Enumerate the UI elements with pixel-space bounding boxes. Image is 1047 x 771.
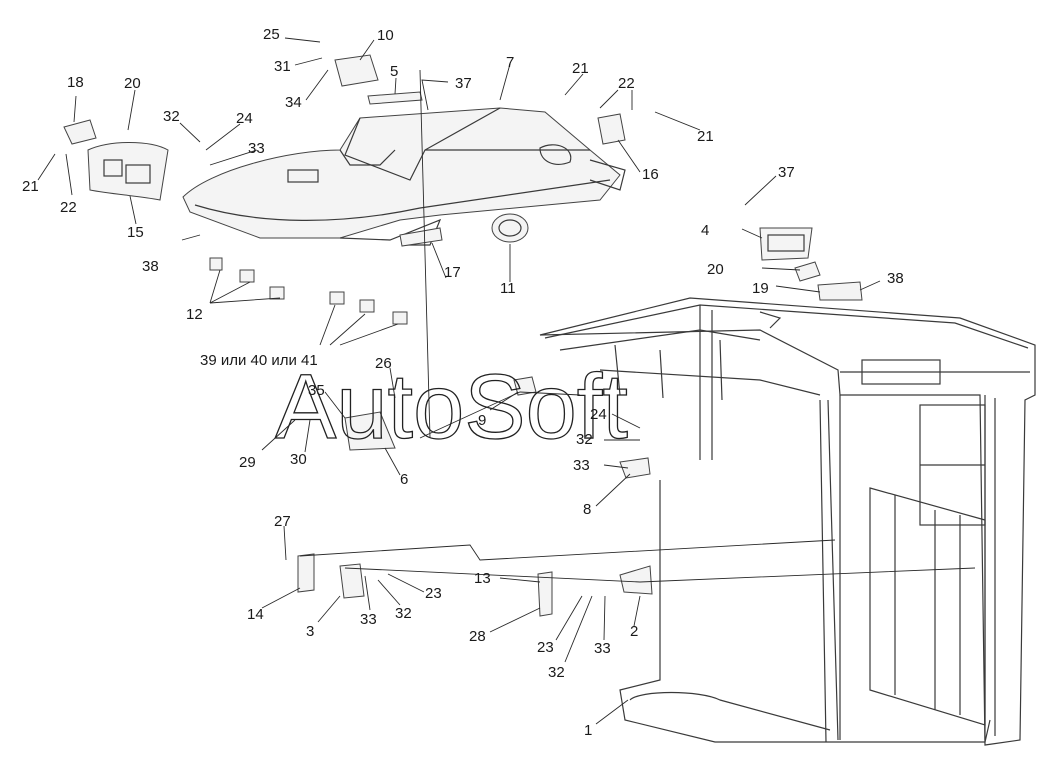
watermark-text: AutoSoft bbox=[275, 356, 628, 458]
roof-panel-7 bbox=[182, 107, 626, 246]
label-21c: 21 bbox=[697, 128, 714, 145]
label-3: 3 bbox=[306, 623, 314, 640]
label-32a: 32 bbox=[163, 108, 180, 125]
label-33b: 33 bbox=[573, 457, 590, 474]
label-16: 16 bbox=[642, 166, 659, 183]
label-8: 8 bbox=[583, 501, 591, 518]
label-9: 9 bbox=[478, 412, 486, 429]
label-21a: 21 bbox=[22, 178, 39, 195]
part-19 bbox=[817, 281, 863, 301]
label-1: 1 bbox=[584, 722, 592, 739]
label-35: 35 bbox=[308, 382, 325, 399]
label-17: 17 bbox=[444, 264, 461, 281]
label-37a: 37 bbox=[455, 75, 472, 92]
label-32c: 32 bbox=[395, 605, 412, 622]
callout-labels: 1 2 3 4 5 6 7 8 9 10 11 12 13 14 15 16 1… bbox=[22, 26, 904, 739]
label-33d: 33 bbox=[594, 640, 611, 657]
label-25: 25 bbox=[263, 26, 280, 43]
small-parts bbox=[63, 54, 863, 617]
part-20b bbox=[794, 261, 821, 282]
label-20a: 20 bbox=[124, 75, 141, 92]
part-6 bbox=[344, 411, 396, 451]
part-4 bbox=[759, 227, 813, 261]
label-27: 27 bbox=[274, 513, 291, 530]
part-13 bbox=[537, 571, 553, 617]
label-24a: 24 bbox=[236, 110, 253, 127]
label-12: 12 bbox=[186, 306, 203, 323]
label-11: 11 bbox=[500, 280, 516, 297]
label-38a: 38 bbox=[142, 258, 159, 275]
label-29: 29 bbox=[239, 454, 256, 471]
label-26: 26 bbox=[375, 355, 392, 372]
label-19: 19 bbox=[752, 280, 769, 297]
label-18: 18 bbox=[67, 74, 84, 91]
label-4: 4 bbox=[701, 222, 709, 239]
label-24b: 24 bbox=[590, 406, 607, 423]
label-alt-39-40-41: 39 или 40 или 41 bbox=[200, 352, 318, 369]
part-11 bbox=[491, 213, 529, 243]
latches-39-40-41 bbox=[329, 291, 408, 325]
label-2: 2 bbox=[630, 623, 638, 640]
label-14: 14 bbox=[247, 606, 264, 623]
part-17 bbox=[399, 227, 443, 247]
part-3 bbox=[339, 563, 365, 599]
part-16 bbox=[597, 113, 626, 145]
label-32b: 32 bbox=[576, 431, 593, 448]
label-10: 10 bbox=[377, 27, 394, 44]
part-14 bbox=[297, 553, 315, 593]
part-9 bbox=[513, 376, 537, 396]
part-2 bbox=[619, 565, 653, 595]
label-30: 30 bbox=[290, 451, 307, 468]
label-23a: 23 bbox=[425, 585, 442, 602]
part-5 bbox=[367, 91, 423, 105]
label-33c: 33 bbox=[360, 611, 377, 628]
label-6: 6 bbox=[400, 471, 408, 488]
part-8 bbox=[619, 457, 651, 479]
label-33a: 33 bbox=[248, 140, 265, 157]
label-13: 13 bbox=[474, 570, 491, 587]
label-20b: 20 bbox=[707, 261, 724, 278]
leader-lines bbox=[37, 37, 881, 725]
label-32d: 32 bbox=[548, 664, 565, 681]
label-5: 5 bbox=[390, 63, 398, 80]
part-10 bbox=[334, 54, 379, 87]
hinges-12 bbox=[209, 257, 285, 300]
cab-frame bbox=[539, 297, 1036, 746]
label-34: 34 bbox=[285, 94, 302, 111]
label-22a: 22 bbox=[60, 199, 77, 216]
part-15 bbox=[87, 142, 169, 201]
label-7: 7 bbox=[506, 54, 514, 71]
label-38b: 38 bbox=[887, 270, 904, 287]
label-31: 31 bbox=[274, 58, 291, 75]
label-37b: 37 bbox=[778, 164, 795, 181]
label-15: 15 bbox=[127, 224, 144, 241]
label-23b: 23 bbox=[537, 639, 554, 656]
rod-lines bbox=[299, 69, 976, 583]
label-22b: 22 bbox=[618, 75, 635, 92]
label-21b: 21 bbox=[572, 60, 589, 77]
label-28: 28 bbox=[469, 628, 486, 645]
part-18 bbox=[63, 119, 97, 145]
